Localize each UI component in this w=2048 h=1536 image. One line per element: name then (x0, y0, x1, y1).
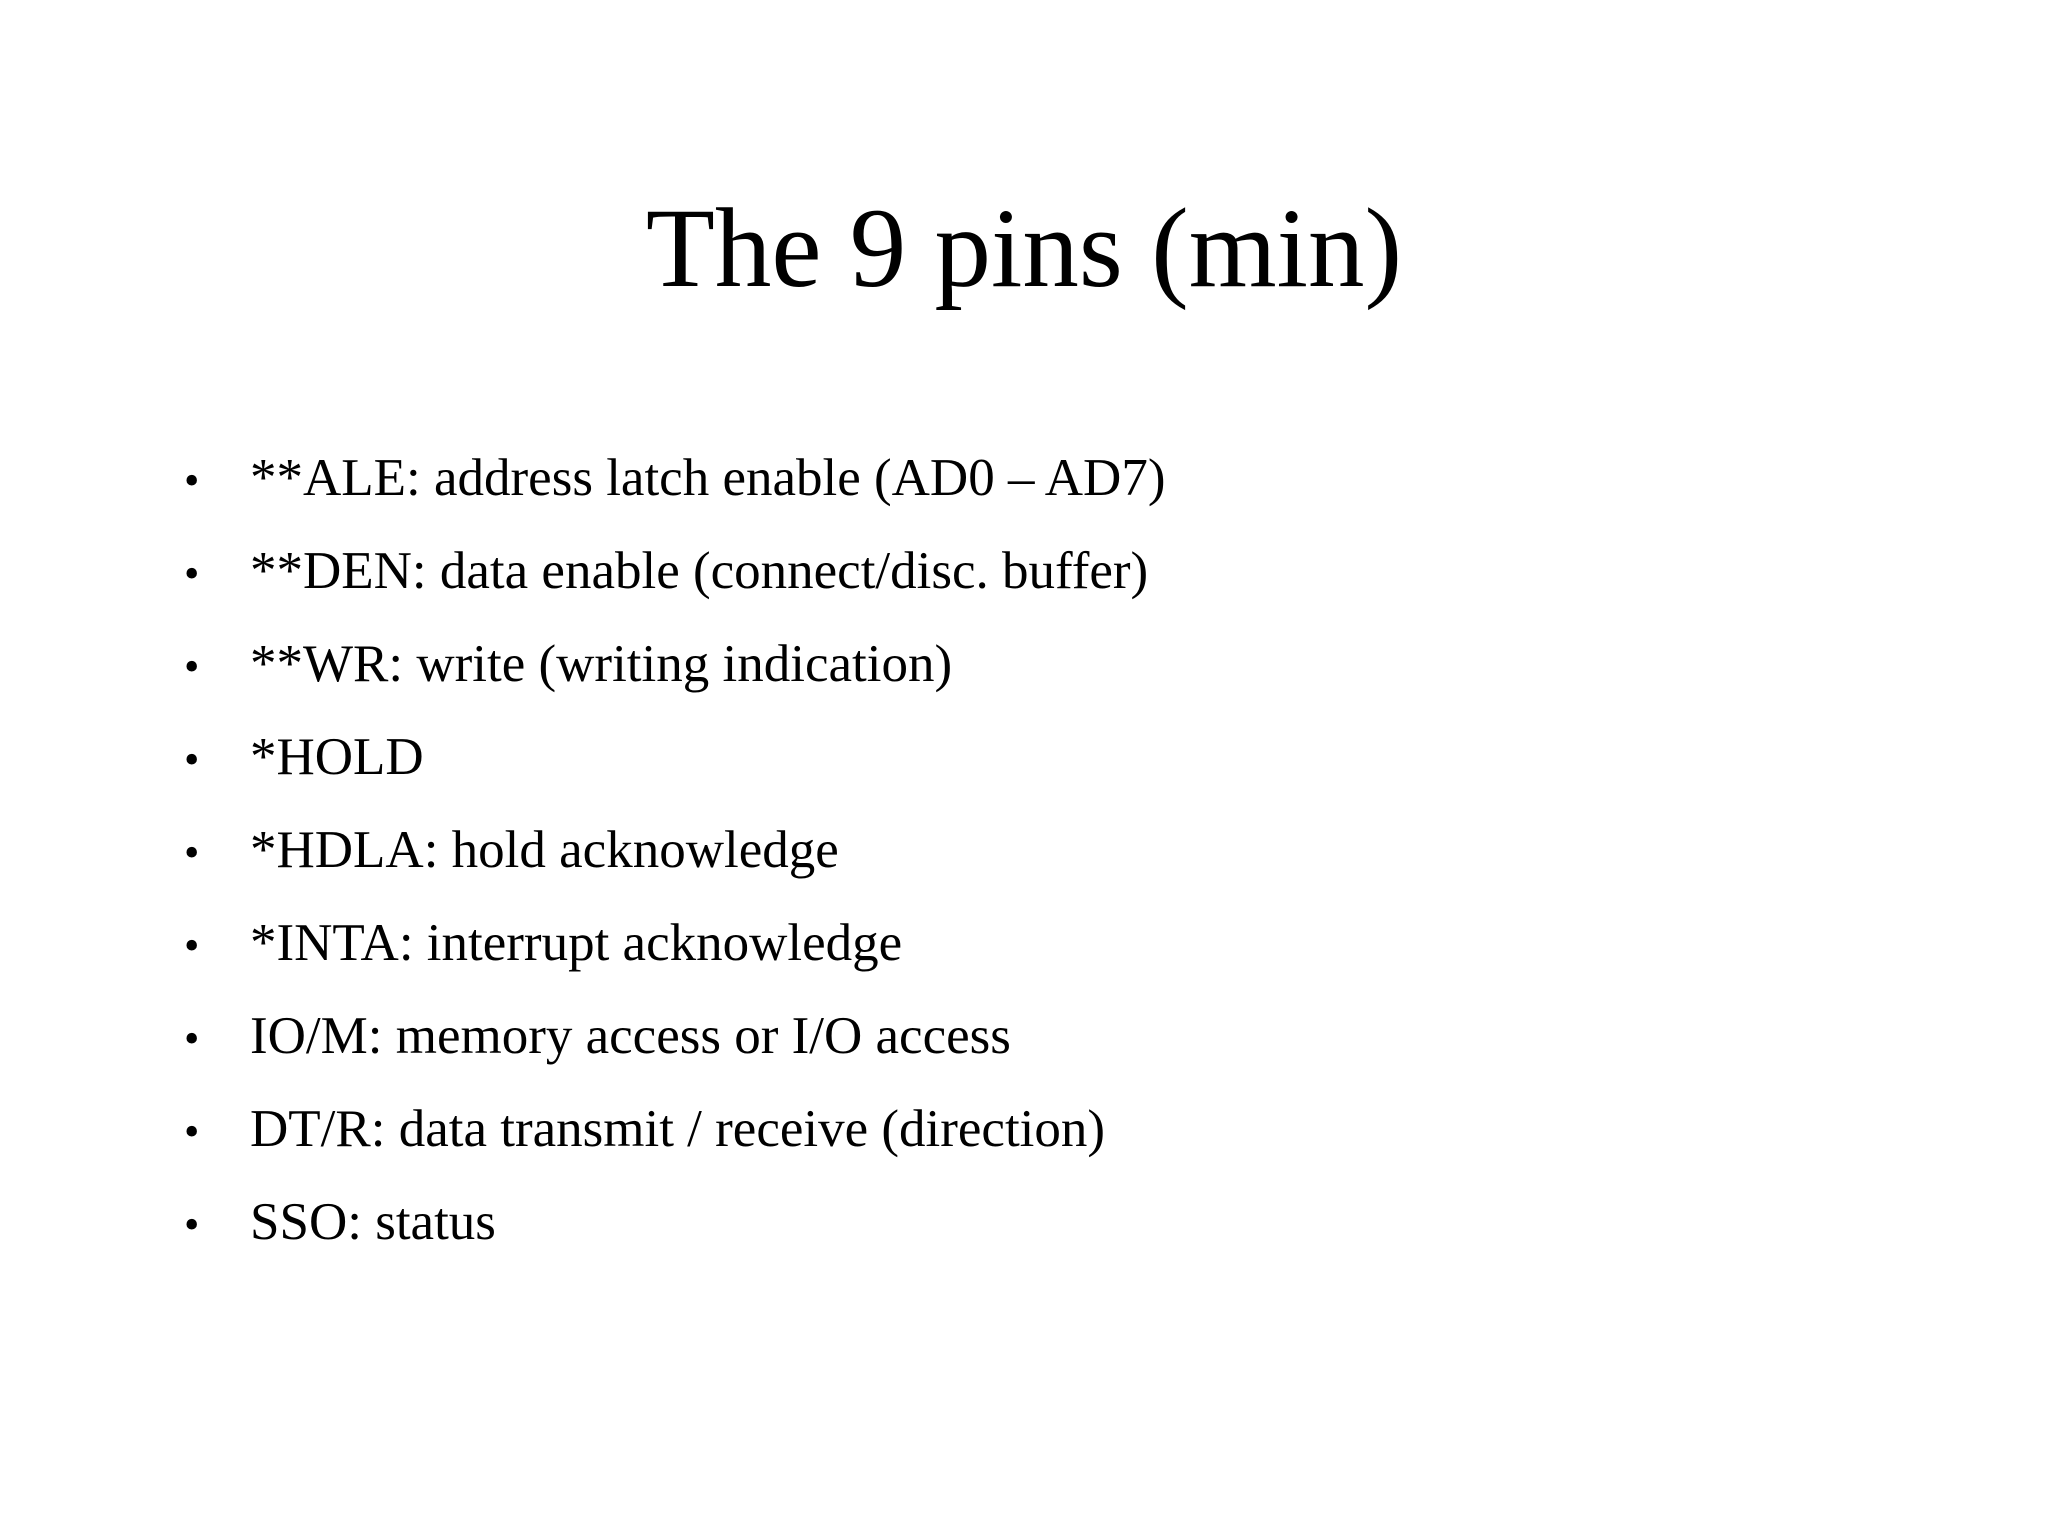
bullet-point-icon: • (184, 642, 200, 691)
bullet-point-icon: • (184, 921, 200, 970)
list-item[interactable]: • *INTA: interrupt acknowledge (170, 897, 1950, 990)
list-item-label: SSO: status (250, 1193, 496, 1251)
list-item[interactable]: • DT/R: data transmit / receive (directi… (170, 1083, 1950, 1176)
list-item-label: **WR: write (writing indication) (250, 635, 953, 693)
list-item[interactable]: • **ALE: address latch enable (AD0 – AD7… (170, 432, 1950, 525)
list-item[interactable]: • IO/M: memory access or I/O access (170, 990, 1950, 1083)
bullet-point-icon: • (184, 1014, 200, 1063)
bullet-point-icon: • (184, 1107, 200, 1156)
list-item-label: *HDLA: hold acknowledge (250, 821, 839, 879)
list-item[interactable]: • *HOLD (170, 711, 1950, 804)
list-item-label: **ALE: address latch enable (AD0 – AD7) (250, 449, 1166, 507)
list-item[interactable]: • **WR: write (writing indication) (170, 618, 1950, 711)
bullet-point-icon: • (184, 1200, 200, 1249)
list-item-label: *HOLD (250, 728, 424, 786)
page-title: The 9 pins (min) (645, 186, 1403, 311)
bullet-point-icon: • (184, 456, 200, 505)
list-item-label: IO/M: memory access or I/O access (250, 1007, 1011, 1065)
list-item-label: *INTA: interrupt acknowledge (250, 914, 903, 972)
bullet-point-icon: • (184, 549, 200, 598)
bullet-list: • **ALE: address latch enable (AD0 – AD7… (170, 432, 1950, 1269)
list-item[interactable]: • SSO: status (170, 1176, 1950, 1269)
bullet-point-icon: • (184, 828, 200, 877)
list-item-label: DT/R: data transmit / receive (direction… (250, 1100, 1106, 1158)
list-item[interactable]: • *HDLA: hold acknowledge (170, 804, 1950, 897)
list-item[interactable]: • **DEN: data enable (connect/disc. buff… (170, 525, 1950, 618)
bullet-point-icon: • (184, 735, 200, 784)
list-item-label: **DEN: data enable (connect/disc. buffer… (250, 542, 1149, 600)
